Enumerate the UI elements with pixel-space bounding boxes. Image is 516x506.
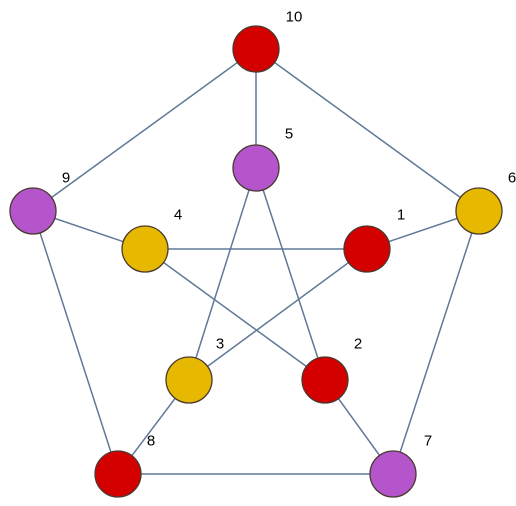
node-label-1: 1 [397,207,405,224]
node-label-9: 9 [62,170,70,187]
node-label-2: 2 [354,336,362,353]
edge-4-2 [144,248,326,381]
node-1 [343,225,391,273]
node-5 [232,144,280,192]
node-2 [301,356,349,404]
node-label-5: 5 [285,126,293,143]
node-label-6: 6 [508,170,516,187]
nodes-layer [9,25,503,498]
node-label-7: 7 [424,433,432,450]
node-9 [9,187,57,235]
edges-layer [32,48,480,475]
node-label-3: 3 [216,336,224,353]
node-8 [94,450,142,498]
node-10 [232,25,280,73]
edge-9-10 [32,48,257,212]
edge-3-1 [188,248,368,381]
edge-5-3 [188,167,257,381]
node-label-4: 4 [174,207,182,224]
labels-layer: 1 2 3 4 5 6 7 8 9 10 [62,9,516,450]
node-label-8: 8 [147,433,155,450]
node-7 [369,450,417,498]
edge-6-7 [392,210,480,475]
node-6 [455,187,503,235]
node-3 [165,356,213,404]
edge-8-9 [32,210,119,475]
node-label-10: 10 [286,9,303,26]
edge-2-5 [255,167,326,381]
edge-10-6 [255,48,480,212]
node-4 [121,225,169,273]
